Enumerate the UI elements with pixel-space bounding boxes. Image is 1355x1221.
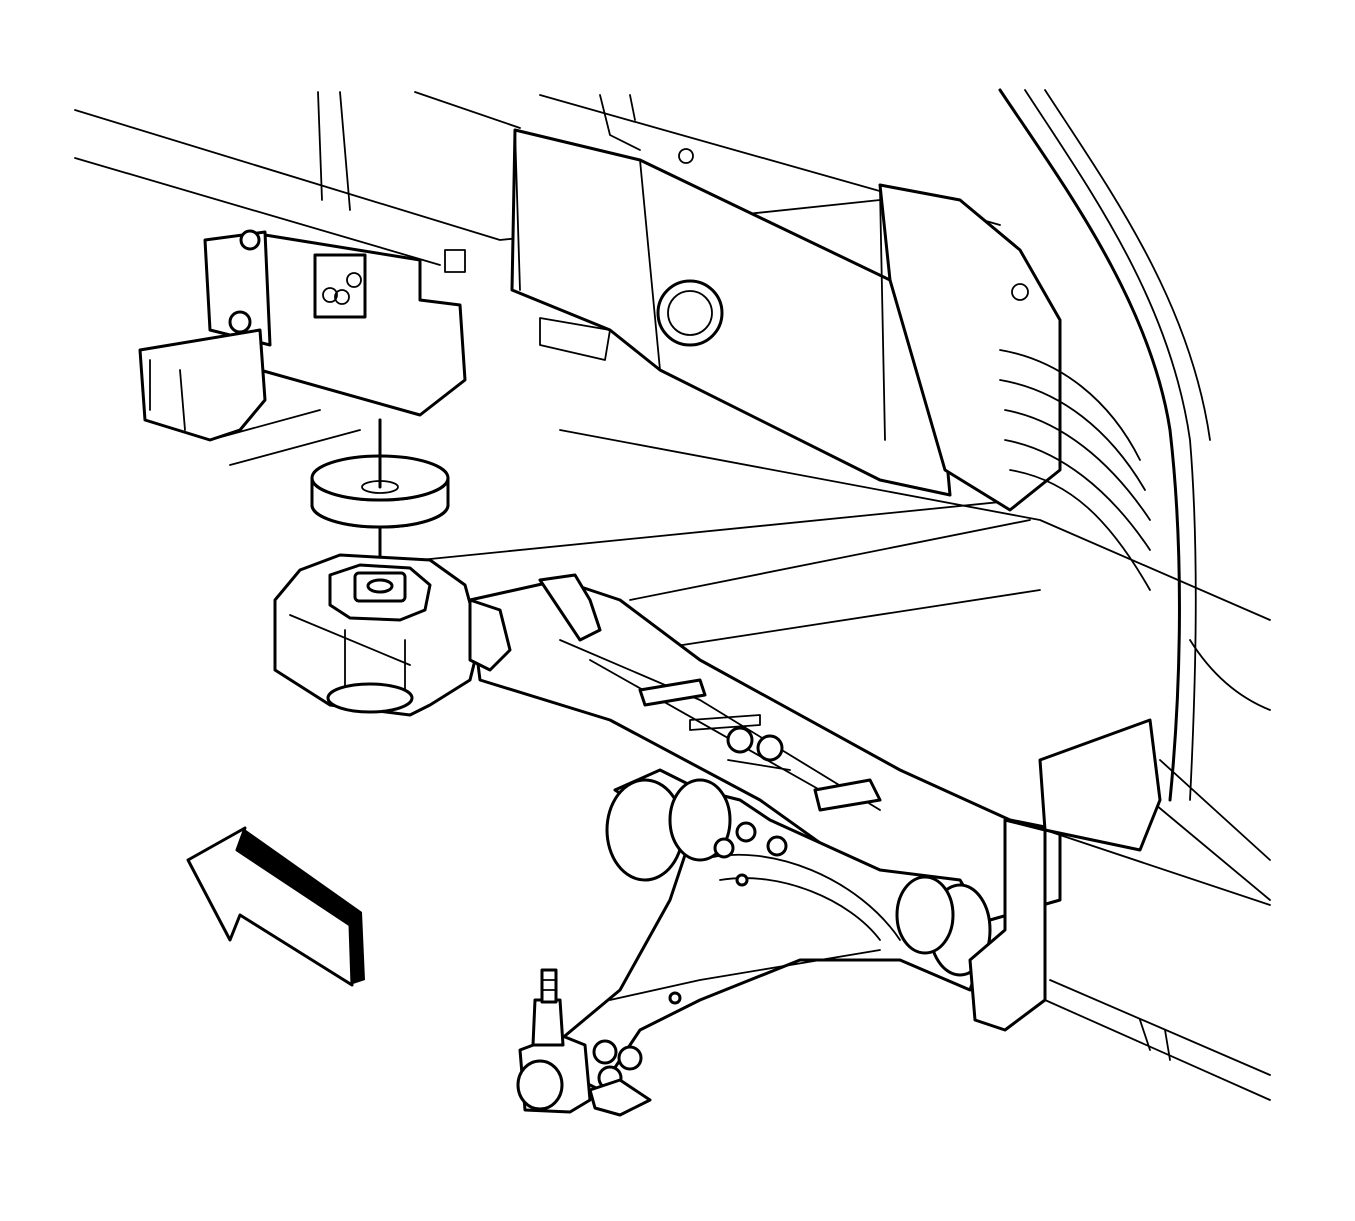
crossmember-bolt-1 (726, 726, 754, 754)
mount-bolt-assembly (310, 418, 450, 602)
subframe-mount-cup (273, 553, 512, 717)
crossmember-bolt-2 (756, 734, 784, 762)
front-crossmember (468, 573, 1062, 922)
wheelhouse-panel (878, 88, 1271, 901)
front-arrow-icon (186, 826, 365, 987)
bracket-slot (313, 253, 367, 319)
body-frame-rail (510, 94, 952, 497)
bracket-bolt (228, 310, 252, 334)
ball-joint-stud (540, 968, 558, 1004)
rear-frame-bracket (968, 718, 1271, 1101)
ball-joint (516, 968, 652, 1117)
lower-control-arm (558, 768, 1014, 1092)
body-mount-bracket (138, 229, 467, 466)
rail-access-hole (656, 279, 724, 347)
